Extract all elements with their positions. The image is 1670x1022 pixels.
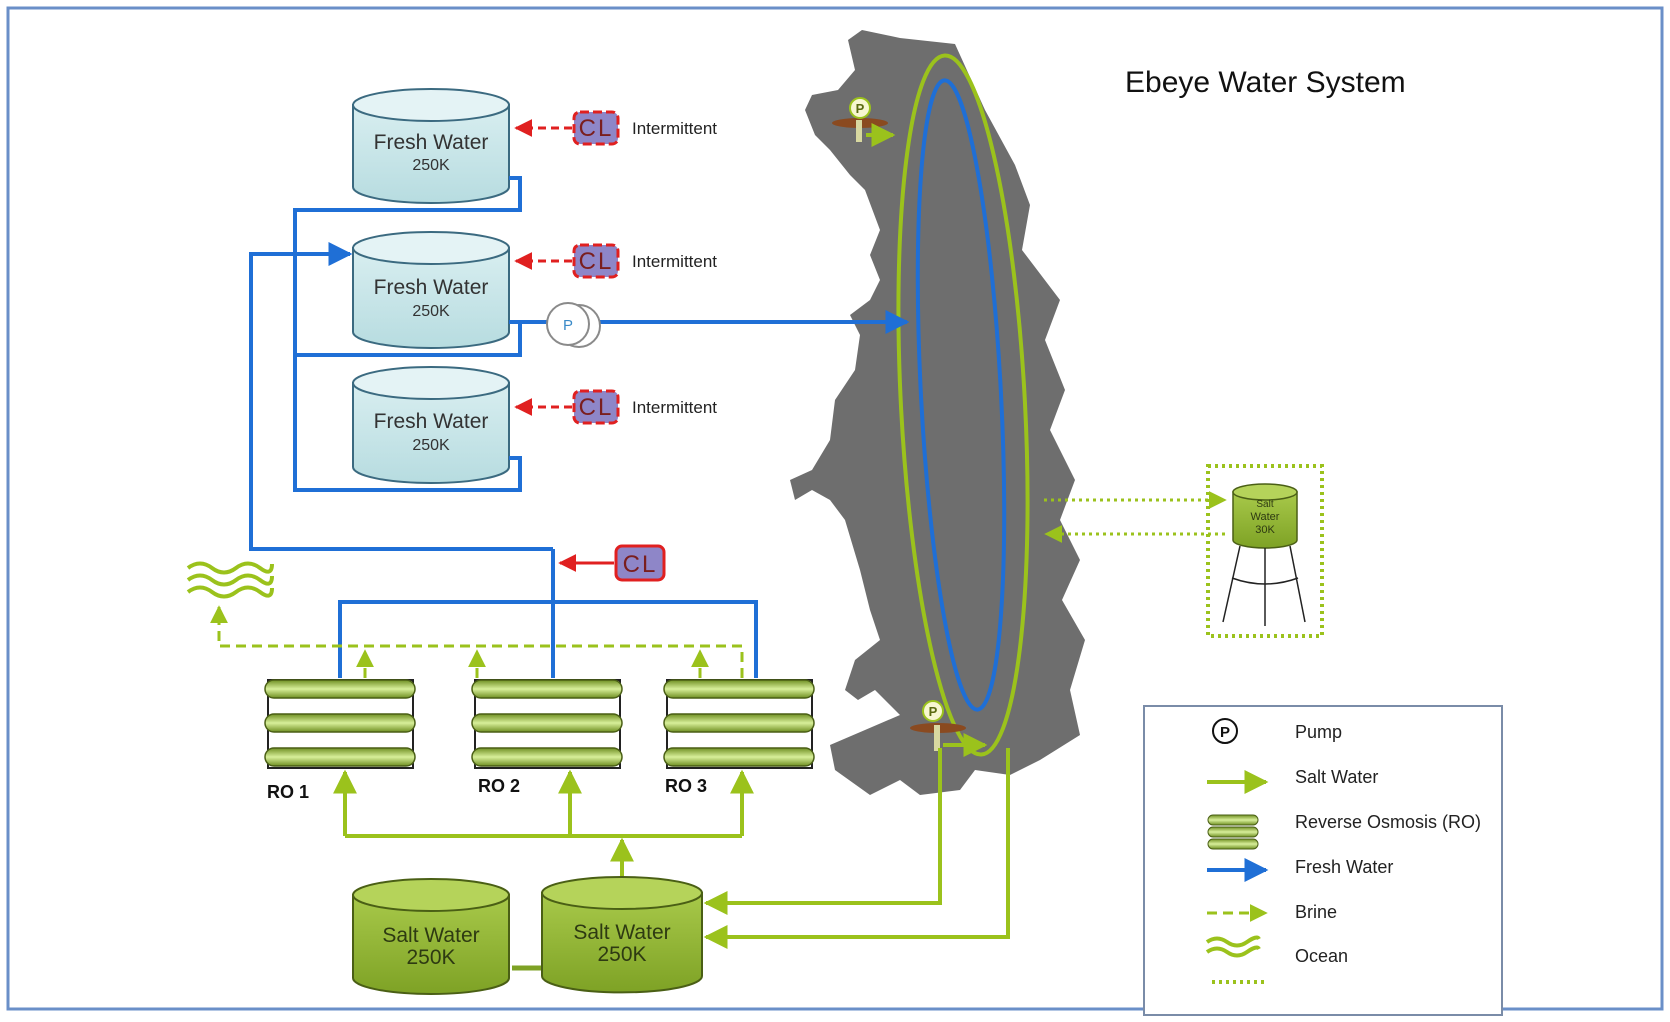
legend: P Pump Salt Water Reverse Osmosis (RO) F… <box>1143 705 1503 1016</box>
legend-item-fresh-water: Fresh Water <box>1207 857 1393 882</box>
svg-text:Water: Water <box>1251 511 1280 523</box>
fresh-water-piping <box>249 176 910 678</box>
svg-text:RO 3: RO 3 <box>665 776 707 796</box>
svg-text:Intermittent: Intermittent <box>632 119 717 138</box>
svg-text:Intermittent: Intermittent <box>632 252 717 271</box>
ro-unit-1: RO 1 <box>264 679 416 802</box>
svg-text:Intermittent: Intermittent <box>632 398 717 417</box>
svg-text:Fresh Water: Fresh Water <box>374 131 489 154</box>
brine-lines <box>210 605 744 678</box>
svg-text:P: P <box>563 317 573 334</box>
island-shape <box>790 30 1085 795</box>
svg-text:30K: 30K <box>1255 524 1275 536</box>
fresh-water-tank-2: Fresh Water 250K <box>352 231 510 349</box>
svg-text:Salt Water: Salt Water <box>1295 767 1378 787</box>
legend-item-salt-water: Salt Water <box>1207 767 1378 794</box>
svg-text:P: P <box>856 101 865 116</box>
svg-text:250K: 250K <box>412 437 450 454</box>
svg-text:P: P <box>1220 724 1230 741</box>
svg-text:Brine: Brine <box>1295 902 1337 922</box>
legend-item-brine: Brine <box>1207 902 1337 922</box>
svg-text:CL: CL <box>579 248 614 275</box>
svg-text:CL: CL <box>579 115 614 142</box>
outer-frame <box>6 6 1664 1011</box>
legend-item-ro: Reverse Osmosis (RO) <box>1207 812 1481 850</box>
ro-icon <box>1207 814 1259 850</box>
svg-text:Ocean: Ocean <box>1295 946 1348 966</box>
svg-text:CL: CL <box>623 551 658 578</box>
salt-water-tank-1: Salt Water 250K <box>352 878 545 995</box>
chlorine-injector-3: CL Intermittent <box>514 389 717 425</box>
ocean-waves-icon <box>186 561 274 599</box>
svg-text:Fresh Water: Fresh Water <box>374 276 489 299</box>
salt-water-feed-piping <box>333 748 1010 949</box>
svg-text:250K: 250K <box>412 303 450 320</box>
ro-unit-2: RO 2 <box>471 679 623 796</box>
svg-text:RO 1: RO 1 <box>267 782 309 802</box>
svg-text:250K: 250K <box>412 157 450 174</box>
fresh-water-tank-3: Fresh Water 250K <box>352 366 510 484</box>
svg-text:RO 2: RO 2 <box>478 776 520 796</box>
main-chlorine-injector: CL <box>558 544 666 582</box>
ro-unit-3: RO 3 <box>663 679 815 796</box>
fresh-water-loop <box>915 78 1007 712</box>
svg-text:250K: 250K <box>597 943 646 966</box>
island-pump-north: P <box>832 97 896 147</box>
chlorine-injector-2: CL Intermittent <box>514 243 717 279</box>
elevated-salt-water-tank: Salt Water 30K <box>1044 464 1324 638</box>
fresh-water-tank-1: Fresh Water 250K <box>352 88 510 204</box>
legend-item-ocean: Ocean <box>1205 935 1348 966</box>
island-pump-south: P <box>910 700 988 757</box>
svg-text:Reverse Osmosis (RO): Reverse Osmosis (RO) <box>1295 812 1481 832</box>
chlorine-injector-1: CL Intermittent <box>514 110 717 146</box>
svg-text:Pump: Pump <box>1295 722 1342 742</box>
salt-water-tank-2: Salt Water 250K <box>541 876 703 994</box>
pump-icon <box>1212 718 1238 744</box>
svg-text:CL: CL <box>579 394 614 421</box>
svg-text:Fresh Water: Fresh Water <box>1295 857 1393 877</box>
svg-text:250K: 250K <box>406 946 455 969</box>
svg-text:Fresh Water: Fresh Water <box>374 410 489 433</box>
main-pump: P <box>546 302 601 348</box>
legend-item-pump: P Pump <box>1212 718 1342 744</box>
diagram-title: Ebeye Water System <box>1125 66 1406 99</box>
svg-text:P: P <box>929 704 938 719</box>
ocean-icon <box>1205 935 1261 958</box>
svg-text:Salt: Salt <box>1256 499 1273 510</box>
svg-text:Salt Water: Salt Water <box>382 924 479 947</box>
svg-text:Salt Water: Salt Water <box>573 921 670 944</box>
